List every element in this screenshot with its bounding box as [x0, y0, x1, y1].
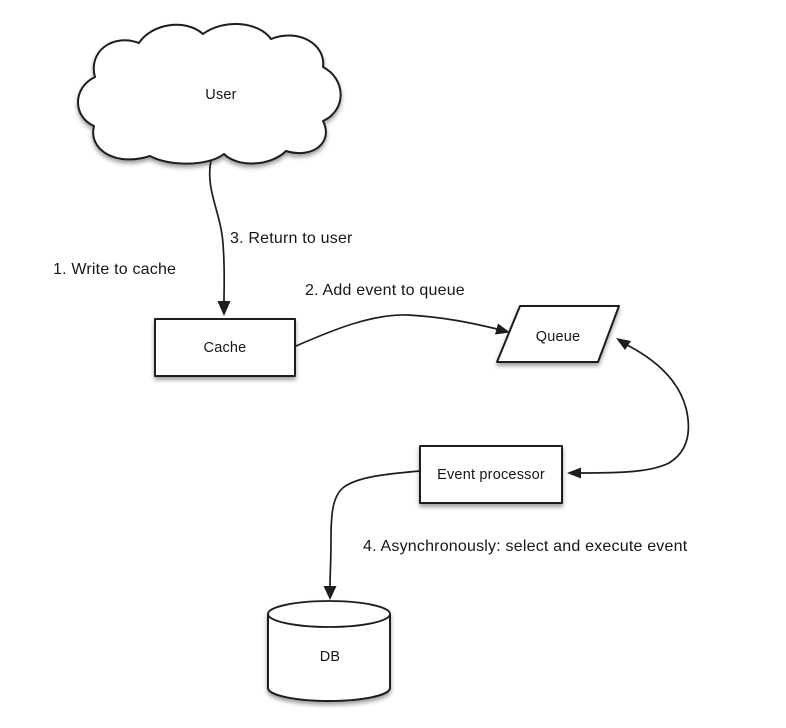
- db-cylinder-body-shape: [267, 614, 391, 702]
- edge-cache-to-queue-line: [295, 314, 498, 347]
- user-cloud-shape: [77, 23, 342, 165]
- edge-user-to-cache-line: [208, 159, 226, 302]
- edge-label-step2: 2. Add event to queue: [305, 282, 465, 299]
- arrowhead-down-icon: [323, 586, 337, 600]
- edge-label-step1: 1. Write to cache: [53, 261, 176, 278]
- edge-queue-event-processor: [567, 338, 690, 479]
- queue-parallelogram-shape: [496, 305, 620, 363]
- edge-event-processor-to-db-line: [329, 470, 421, 587]
- event-processor-box-shape: [419, 445, 563, 504]
- arrowhead-into-queue-icon: [616, 338, 631, 350]
- node-event-processor-label: Event processor: [437, 467, 545, 483]
- node-user-label: User: [205, 87, 236, 103]
- edge-event-processor-to-db: [323, 470, 421, 600]
- node-cache-label: Cache: [204, 340, 247, 356]
- arrowhead-into-event-processor-icon: [567, 467, 581, 479]
- node-db-label: DB: [320, 649, 341, 665]
- edge-cache-to-queue: [295, 314, 510, 347]
- db-cylinder-top-shape: [267, 600, 391, 628]
- node-queue-label: Queue: [536, 329, 581, 345]
- edge-queue-event-processor-line: [580, 344, 690, 474]
- edge-user-to-cache: [208, 159, 231, 316]
- edge-label-step3: 3. Return to user: [230, 230, 353, 247]
- node-event-processor: Event processor: [419, 445, 563, 504]
- edge-label-step4: 4. Asynchronously: select and execute ev…: [363, 538, 688, 555]
- cache-box-shape: [154, 318, 296, 377]
- node-user: User: [77, 23, 342, 165]
- node-cache: Cache: [154, 318, 296, 377]
- arrowhead-right-icon: [495, 323, 510, 335]
- node-db: DB: [267, 600, 391, 702]
- node-queue: Queue: [496, 305, 620, 363]
- arrowhead-down-icon: [217, 301, 231, 316]
